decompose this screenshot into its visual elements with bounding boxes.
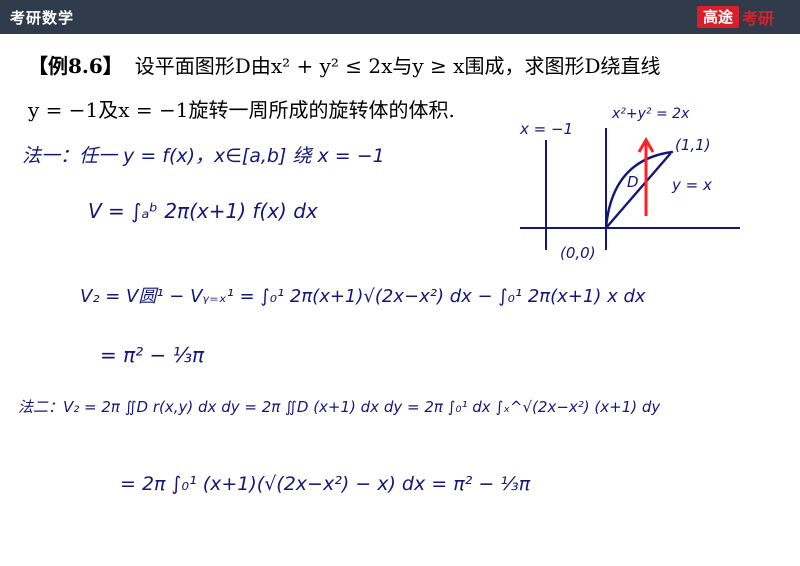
circle-arc (604, 150, 674, 230)
label-origin: (0,0) (560, 244, 596, 262)
problem-text-2: y = −1及x = −1旋转一周所成的旋转体的体积. (28, 98, 455, 122)
label-y-eq-x: y = x (671, 176, 712, 194)
red-arrow-head (637, 137, 655, 153)
label-region-d: D (627, 173, 639, 191)
problem-line-1: 【例8.6】设平面图形D由x² + y² ≤ 2x与y ≥ x围成，求图形D绕直… (28, 44, 788, 88)
problem-statement: 【例8.6】设平面图形D由x² + y² ≤ 2x与y ≥ x围成，求图形D绕直… (28, 44, 788, 132)
problem-text-1: 设平面图形D由x² + y² ≤ 2x与y ≥ x围成，求图形D绕直线 (134, 54, 661, 78)
label-x-minus-1: x = −1 (519, 120, 573, 138)
sketch-diagram: x = −1 x²+y² = 2x (1,1) D y = x (0,0) (519, 106, 740, 262)
top-bar: 考研数学 高途 考研 (0, 0, 800, 34)
result-1: = π² − ⅓π (100, 343, 205, 367)
method1-intro: 法一：任一 y = f(x)，x∈[a,b] 绕 x = −1 (22, 145, 385, 167)
brand-text: 考研 (741, 9, 774, 28)
brand-logo: 高途 考研 (696, 6, 774, 28)
method2-cont: = 2π ∫₀¹ (x+1)(√(2x−x²) − x) dx = π² − ⅓… (120, 473, 531, 495)
method2-line: 法二：V₂ = 2π ∬D r(x,y) dx dy = 2π ∬D (x+1)… (18, 398, 661, 416)
brand-box: 高途 (696, 6, 739, 28)
v2-line: V₂ = V圆¹ − Vᵧ₌ₓ¹ = ∫₀¹ 2π(x+1)√(2x−x²) d… (80, 286, 646, 307)
line-y-eq-x (604, 152, 672, 230)
problem-line-2: y = −1及x = −1旋转一周所成的旋转体的体积. (28, 88, 788, 132)
problem-label: 【例8.6】 (28, 54, 123, 78)
course-title: 考研数学 (10, 9, 75, 27)
formula-v: V = ∫ₐᵇ 2π(x+1) f(x) dx (88, 199, 318, 223)
label-circle-eq: x²+y² = 2x (611, 106, 690, 122)
label-point-11: (1,1) (675, 136, 711, 154)
